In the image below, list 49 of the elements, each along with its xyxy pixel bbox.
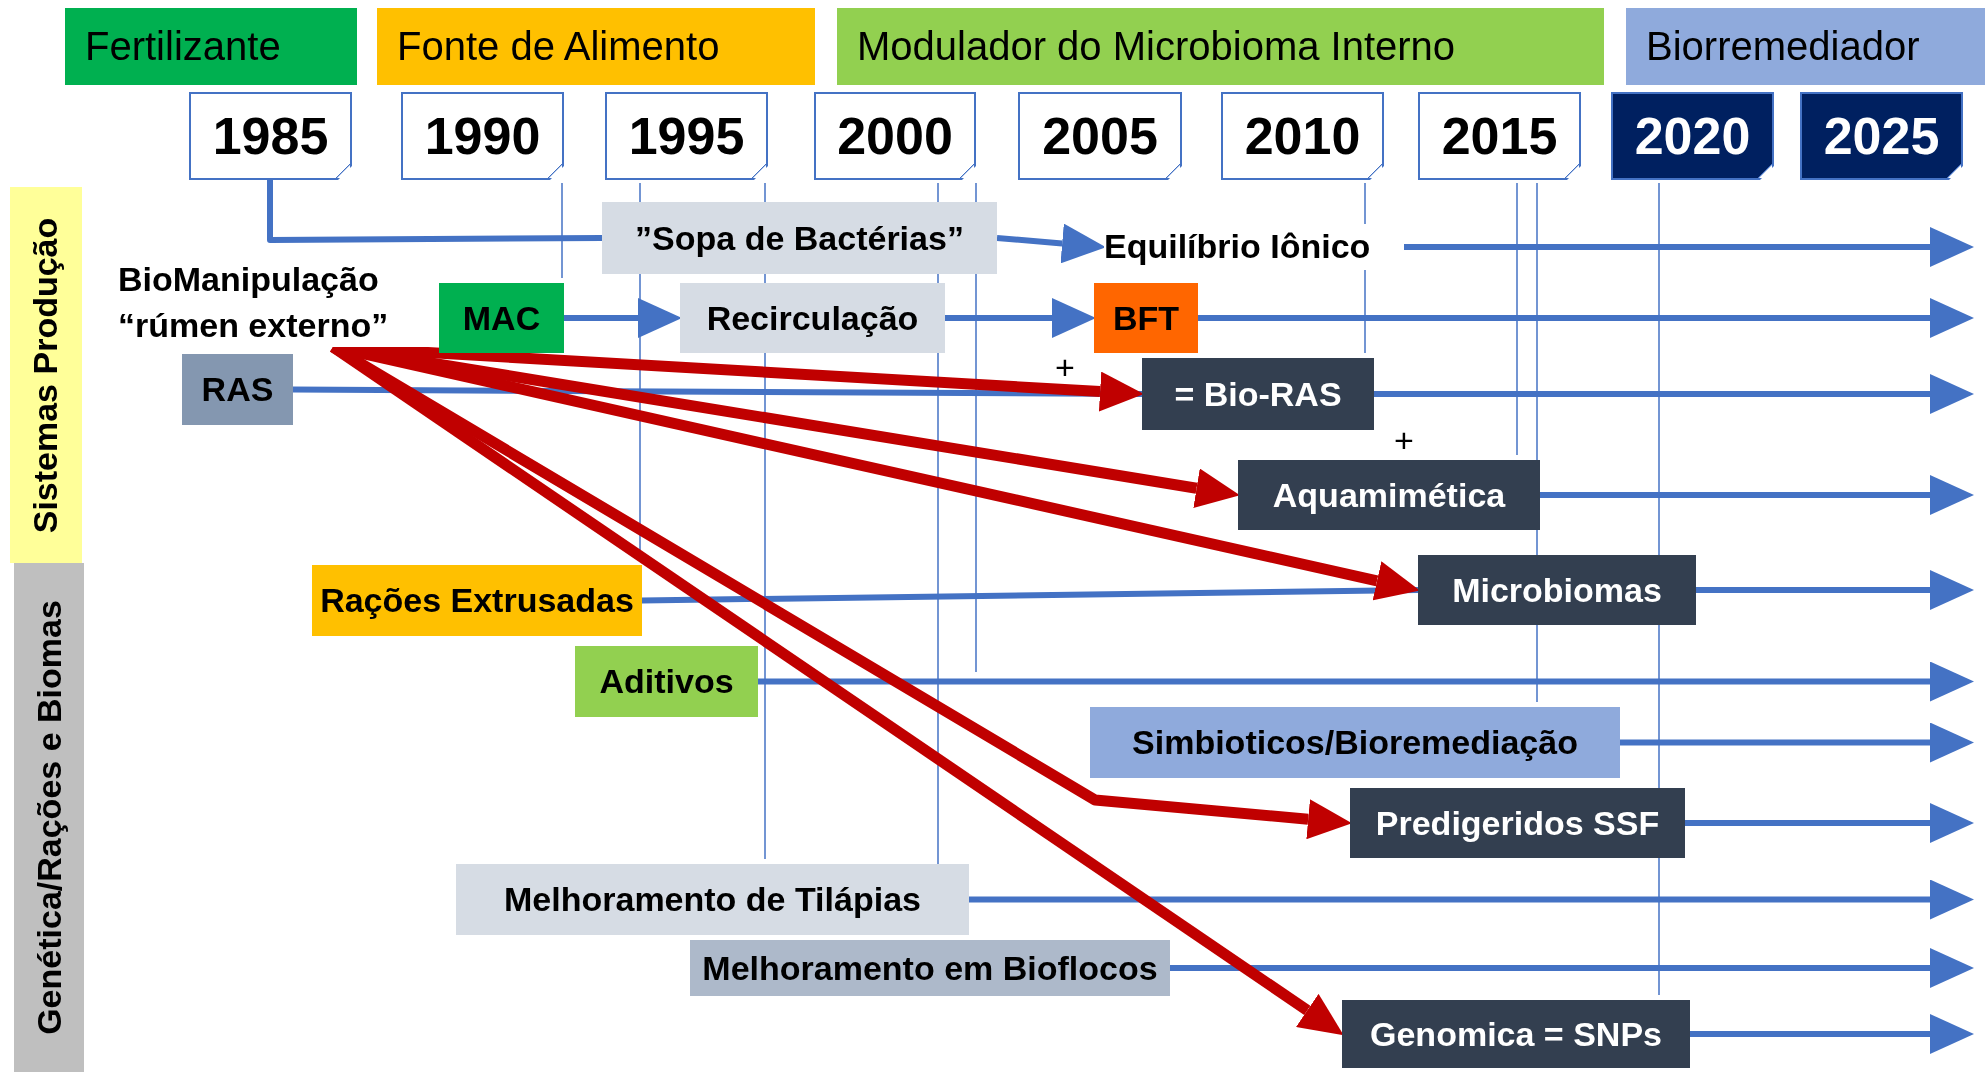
arrow bbox=[1690, 1014, 1974, 1054]
arrow bbox=[945, 298, 1096, 338]
process-box: Melhoramento de Tilápias bbox=[456, 864, 969, 935]
connector-line bbox=[267, 180, 602, 243]
process-box: Simbioticos/Bioremediação bbox=[1090, 707, 1620, 778]
process-box: RAS bbox=[182, 354, 293, 425]
process-box: Microbiomas bbox=[1418, 555, 1696, 625]
arrow bbox=[1696, 570, 1974, 610]
arrow bbox=[758, 661, 1974, 702]
category-band: Genética/Rações e Biomas bbox=[14, 563, 84, 1072]
process-box: Melhoramento em Bioflocos bbox=[690, 940, 1170, 996]
arrow bbox=[1374, 374, 1974, 414]
category-header: Fonte de Alimento bbox=[377, 8, 815, 85]
process-box: Aquamimética bbox=[1238, 460, 1540, 530]
year-card: 2025 bbox=[1800, 92, 1963, 180]
plus-sign: + bbox=[1055, 350, 1075, 384]
year-card: 2020 bbox=[1611, 92, 1774, 180]
process-box: Rações Extrusadas bbox=[312, 565, 642, 636]
category-header: Modulador do Microbioma Interno bbox=[837, 8, 1604, 85]
category-header: Fertilizante bbox=[65, 8, 357, 85]
arrow bbox=[969, 879, 1974, 920]
year-card: 2015 bbox=[1418, 92, 1581, 180]
process-box: MAC bbox=[439, 283, 564, 353]
year-card: 1995 bbox=[605, 92, 768, 180]
year-card: 2010 bbox=[1221, 92, 1384, 180]
process-box: ”Sopa de Bactérias” bbox=[602, 202, 997, 274]
process-box: Predigeridos SSF bbox=[1350, 788, 1685, 858]
year-card: 2000 bbox=[814, 92, 976, 180]
process-box: Recirculação bbox=[680, 283, 945, 353]
plus-sign: + bbox=[1394, 423, 1414, 457]
year-card: 2005 bbox=[1018, 92, 1182, 180]
category-band: Sistemas Produção bbox=[10, 187, 82, 563]
process-box: BFT bbox=[1094, 283, 1198, 353]
arrow bbox=[1685, 803, 1974, 843]
arrow bbox=[1404, 227, 1974, 267]
arrow bbox=[1170, 948, 1974, 988]
year-card: 1985 bbox=[189, 92, 352, 180]
category-header: Biorremediador bbox=[1626, 8, 1985, 85]
connector-line bbox=[293, 386, 1142, 397]
arrow bbox=[1198, 298, 1974, 338]
arrow bbox=[1620, 722, 1974, 763]
arrow bbox=[564, 298, 682, 338]
arrow bbox=[996, 223, 1106, 264]
process-box: Genomica = SNPs bbox=[1342, 1000, 1690, 1068]
year-card: 1990 bbox=[401, 92, 564, 180]
process-box: Aditivos bbox=[575, 646, 758, 717]
arrow bbox=[1540, 475, 1974, 515]
process-box: = Bio-RAS bbox=[1142, 358, 1374, 430]
connector-line bbox=[641, 587, 1419, 604]
